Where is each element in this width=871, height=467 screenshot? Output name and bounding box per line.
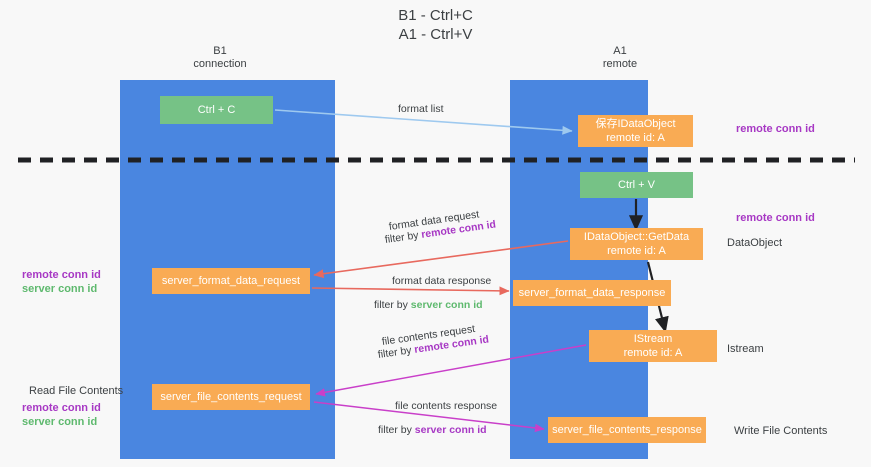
- annotation-left-remote-conn-id-low: remote conn id: [22, 402, 101, 414]
- annotation-dataobject: DataObject: [727, 237, 783, 249]
- filter-key-server-conn-id: server conn id: [410, 299, 483, 311]
- node-server-format-data-response[interactable]: server_format_data_response: [513, 280, 671, 306]
- node-server-format-data-request[interactable]: server_format_data_request: [152, 268, 310, 294]
- swimlane-header-b1: B1 connection: [193, 45, 247, 70]
- edge-label-file-contents-response: file contents response: [395, 400, 498, 412]
- node-istream[interactable]: IStream remote id: A: [589, 330, 717, 362]
- node-save-idataobject[interactable]: 保存IDataObject remote id: A: [578, 115, 693, 147]
- annotation-remote-conn-id-top: remote conn id: [736, 123, 815, 135]
- diagram-title: B1 - Ctrl+C A1 - Ctrl+V: [398, 7, 473, 43]
- edge-label-file-contents-response-filter: filter by server conn id: [378, 424, 487, 437]
- annotation-istream: Istream: [727, 343, 764, 355]
- swimlane-header-a1: A1 remote: [602, 45, 638, 70]
- filter-prefix: filter by: [378, 424, 415, 436]
- node-idataobject-getdata[interactable]: IDataObject::GetData remote id: A: [570, 228, 703, 260]
- node-ctrl-v[interactable]: Ctrl + V: [580, 172, 693, 198]
- filter-prefix: filter by: [374, 299, 411, 311]
- annotation-left-remote-conn-id-mid: remote conn id: [22, 269, 101, 281]
- annotation-left-server-conn-id-low: server conn id: [22, 416, 98, 428]
- filter-key-server-conn-id: server conn id: [414, 424, 487, 436]
- annotation-read-file-contents: Read File Contents: [29, 385, 124, 397]
- node-ctrl-c[interactable]: Ctrl + C: [160, 96, 273, 124]
- annotation-write-file-contents: Write File Contents: [734, 425, 828, 437]
- annotation-remote-conn-id-mid: remote conn id: [736, 212, 815, 224]
- edge-label-format-data-response-filter: filter by server conn id: [374, 299, 483, 312]
- edge-label-format-data-response: format data response: [392, 275, 492, 287]
- edge-label-format-list: format list: [398, 103, 444, 115]
- node-server-file-contents-request[interactable]: server_file_contents_request: [152, 384, 310, 410]
- annotation-left-server-conn-id-mid: server conn id: [22, 283, 98, 295]
- node-server-file-contents-response[interactable]: server_file_contents_response: [548, 417, 706, 443]
